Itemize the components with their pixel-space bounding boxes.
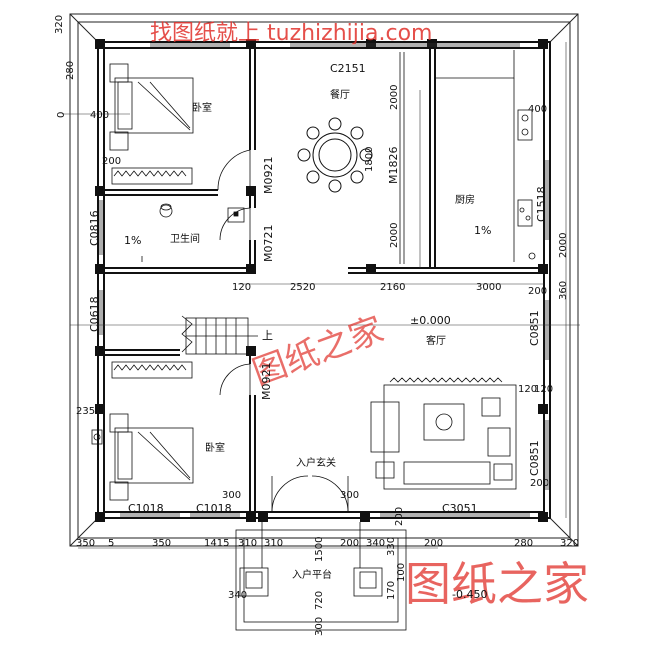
stair-up-label: 上 bbox=[262, 329, 273, 342]
opening-c2151: C2151 bbox=[330, 62, 366, 75]
bed-bottom bbox=[91, 413, 194, 501]
dim-200-l: 200 bbox=[102, 156, 121, 167]
room-label-entrance-hall: 入户玄关 bbox=[296, 456, 336, 469]
dim-2000-c: 2000 bbox=[558, 233, 569, 258]
dim-200-low: 200 bbox=[394, 507, 405, 526]
dining-table bbox=[297, 117, 373, 193]
watermark-bottom-right: 图纸之家 bbox=[405, 557, 589, 611]
dim-235: 235 bbox=[76, 406, 95, 417]
dim-170: 170 bbox=[386, 581, 397, 600]
dim-400-r: 400 bbox=[528, 104, 547, 115]
dim-300-p: 300 bbox=[314, 617, 325, 636]
slope-bath: 1% bbox=[124, 234, 141, 247]
dim-280-br: 280 bbox=[514, 538, 533, 549]
dim-310-a: 310 bbox=[238, 538, 257, 549]
opening-m1826: M1826 bbox=[387, 147, 400, 185]
dim-1800: 1800 bbox=[364, 147, 375, 172]
level-outside: -0.450 bbox=[452, 588, 487, 601]
columns bbox=[95, 39, 548, 522]
dim-200-p: 200 bbox=[340, 538, 359, 549]
dim-0: 0 bbox=[56, 112, 67, 118]
opening-c1518: C1518 bbox=[535, 186, 548, 222]
dim-200-r1: 200 bbox=[528, 286, 547, 297]
opening-c0618: C0618 bbox=[88, 296, 101, 332]
room-label-bedroom-bottom: 卧室 bbox=[205, 441, 225, 454]
bath-fixtures bbox=[141, 203, 245, 262]
room-label-dining: 餐厅 bbox=[330, 88, 350, 101]
dim-100: 100 bbox=[396, 563, 407, 582]
wardrobe-bottom bbox=[111, 361, 193, 379]
dim-200-r2: 200 bbox=[530, 478, 549, 489]
level-main: ±0.000 bbox=[410, 314, 451, 327]
dim-120-c: 120 bbox=[534, 384, 553, 395]
dim-340-b: 340 bbox=[228, 590, 247, 601]
room-label-bedroom-top: 卧室 bbox=[192, 101, 212, 114]
dim-720: 720 bbox=[314, 591, 325, 610]
dim-2000-a: 2000 bbox=[389, 85, 400, 110]
dim-1500: 1500 bbox=[314, 537, 325, 562]
opening-c0816: C0816 bbox=[88, 210, 101, 246]
dim-2000-b: 2000 bbox=[389, 223, 400, 248]
wardrobe-top bbox=[111, 167, 193, 185]
dim-350-b: 350 bbox=[152, 538, 171, 549]
dim-350-a: 350 bbox=[76, 538, 95, 549]
stairs bbox=[181, 315, 258, 355]
opening-m0921-bottom: M0921 bbox=[260, 363, 273, 401]
dim-310-b: 310 bbox=[264, 538, 283, 549]
dim-320-br: 320 bbox=[560, 538, 579, 549]
opening-c1018-right: C1018 bbox=[196, 502, 232, 515]
sofa-set bbox=[370, 377, 517, 490]
entrance-platform bbox=[235, 522, 407, 631]
opening-c0851-top: C0851 bbox=[528, 310, 541, 346]
windows bbox=[99, 43, 549, 517]
dimension-texts: 320 280 0 400 200 120 2520 2160 3000 200… bbox=[54, 15, 579, 636]
dim-120-a: 120 bbox=[232, 282, 251, 293]
dim-1415: 1415 bbox=[204, 538, 229, 549]
dim-300-r: 300 bbox=[340, 490, 359, 501]
room-label-living: 客厅 bbox=[426, 334, 446, 347]
kitchen-counter bbox=[436, 50, 536, 262]
interior-walls bbox=[104, 48, 544, 513]
dim-5: 5 bbox=[108, 538, 114, 549]
watermark-top: 找图纸就上 tuzhizhijia.com bbox=[150, 21, 432, 46]
opening-m0921-top: M0921 bbox=[262, 157, 275, 195]
slope-kitchen: 1% bbox=[474, 224, 491, 237]
dim-330: 330 bbox=[386, 537, 397, 556]
opening-c1018-left: C1018 bbox=[128, 502, 164, 515]
dim-360-r1: 360 bbox=[558, 281, 569, 300]
dim-2520: 2520 bbox=[290, 282, 315, 293]
dim-120-b: 120 bbox=[518, 384, 537, 395]
opening-c0851-bottom: C0851 bbox=[528, 440, 541, 476]
dim-3000: 3000 bbox=[476, 282, 501, 293]
room-label-entrance-platform: 入户平台 bbox=[292, 568, 332, 581]
opening-c3051: C3051 bbox=[442, 502, 478, 515]
dim-320: 320 bbox=[54, 15, 65, 34]
dim-300-l: 300 bbox=[222, 490, 241, 501]
dim-200-q: 200 bbox=[424, 538, 443, 549]
exterior-walls bbox=[97, 41, 551, 519]
room-label-kitchen: 厨房 bbox=[455, 193, 475, 206]
doors bbox=[217, 52, 405, 513]
dim-400-l: 400 bbox=[90, 110, 109, 121]
dim-280-top: 280 bbox=[65, 61, 76, 80]
opening-m0721: M0721 bbox=[262, 225, 275, 263]
dim-2160: 2160 bbox=[380, 282, 405, 293]
bed-top bbox=[109, 63, 194, 151]
room-label-bathroom: 卫生间 bbox=[170, 232, 200, 245]
dimension-lines bbox=[62, 42, 580, 549]
dim-340-a: 340 bbox=[366, 538, 385, 549]
